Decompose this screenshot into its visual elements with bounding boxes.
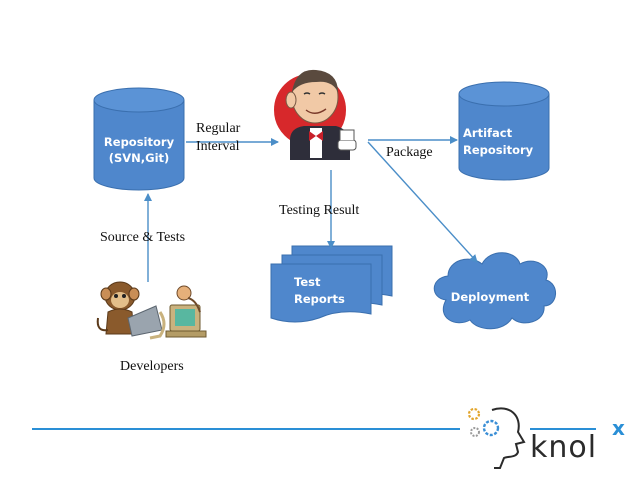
edge-label-regular-line1: Regular [196,121,241,136]
reports-label-line1: Test [294,275,321,289]
deployment-label: Deployment [451,290,530,304]
artifact-label-line1: Artifact [463,126,513,140]
repository-label-line2: (SVN,Git) [109,151,170,165]
developers-icon [96,281,207,340]
repository-label-line1: Repository [104,135,175,149]
edge-label-package: Package [386,145,433,160]
edge-label-source: Source & Tests [100,230,185,245]
artifact-repository-node: Artifact Repository [458,81,550,181]
developers-label: Developers [120,359,184,374]
reports-label-line2: Reports [294,292,345,306]
footer-divider-right [530,428,596,430]
deployment-node: Deployment [433,252,556,330]
footer-divider-left [32,428,460,430]
arrow-jenkins-to-deployment [367,141,478,263]
jenkins-butler-icon [272,69,357,160]
knolx-head-icon [467,407,526,469]
edge-label-testing: Testing Result [279,203,359,218]
brand-name: knol [530,430,598,465]
repository-node: Repository (SVN,Git) [93,87,185,191]
artifact-label-line2: Repository [463,143,534,157]
edge-label-regular-line2: Interval [196,139,240,154]
brand-x-mark: x [612,416,625,440]
test-reports-node: Test Reports [270,245,393,323]
